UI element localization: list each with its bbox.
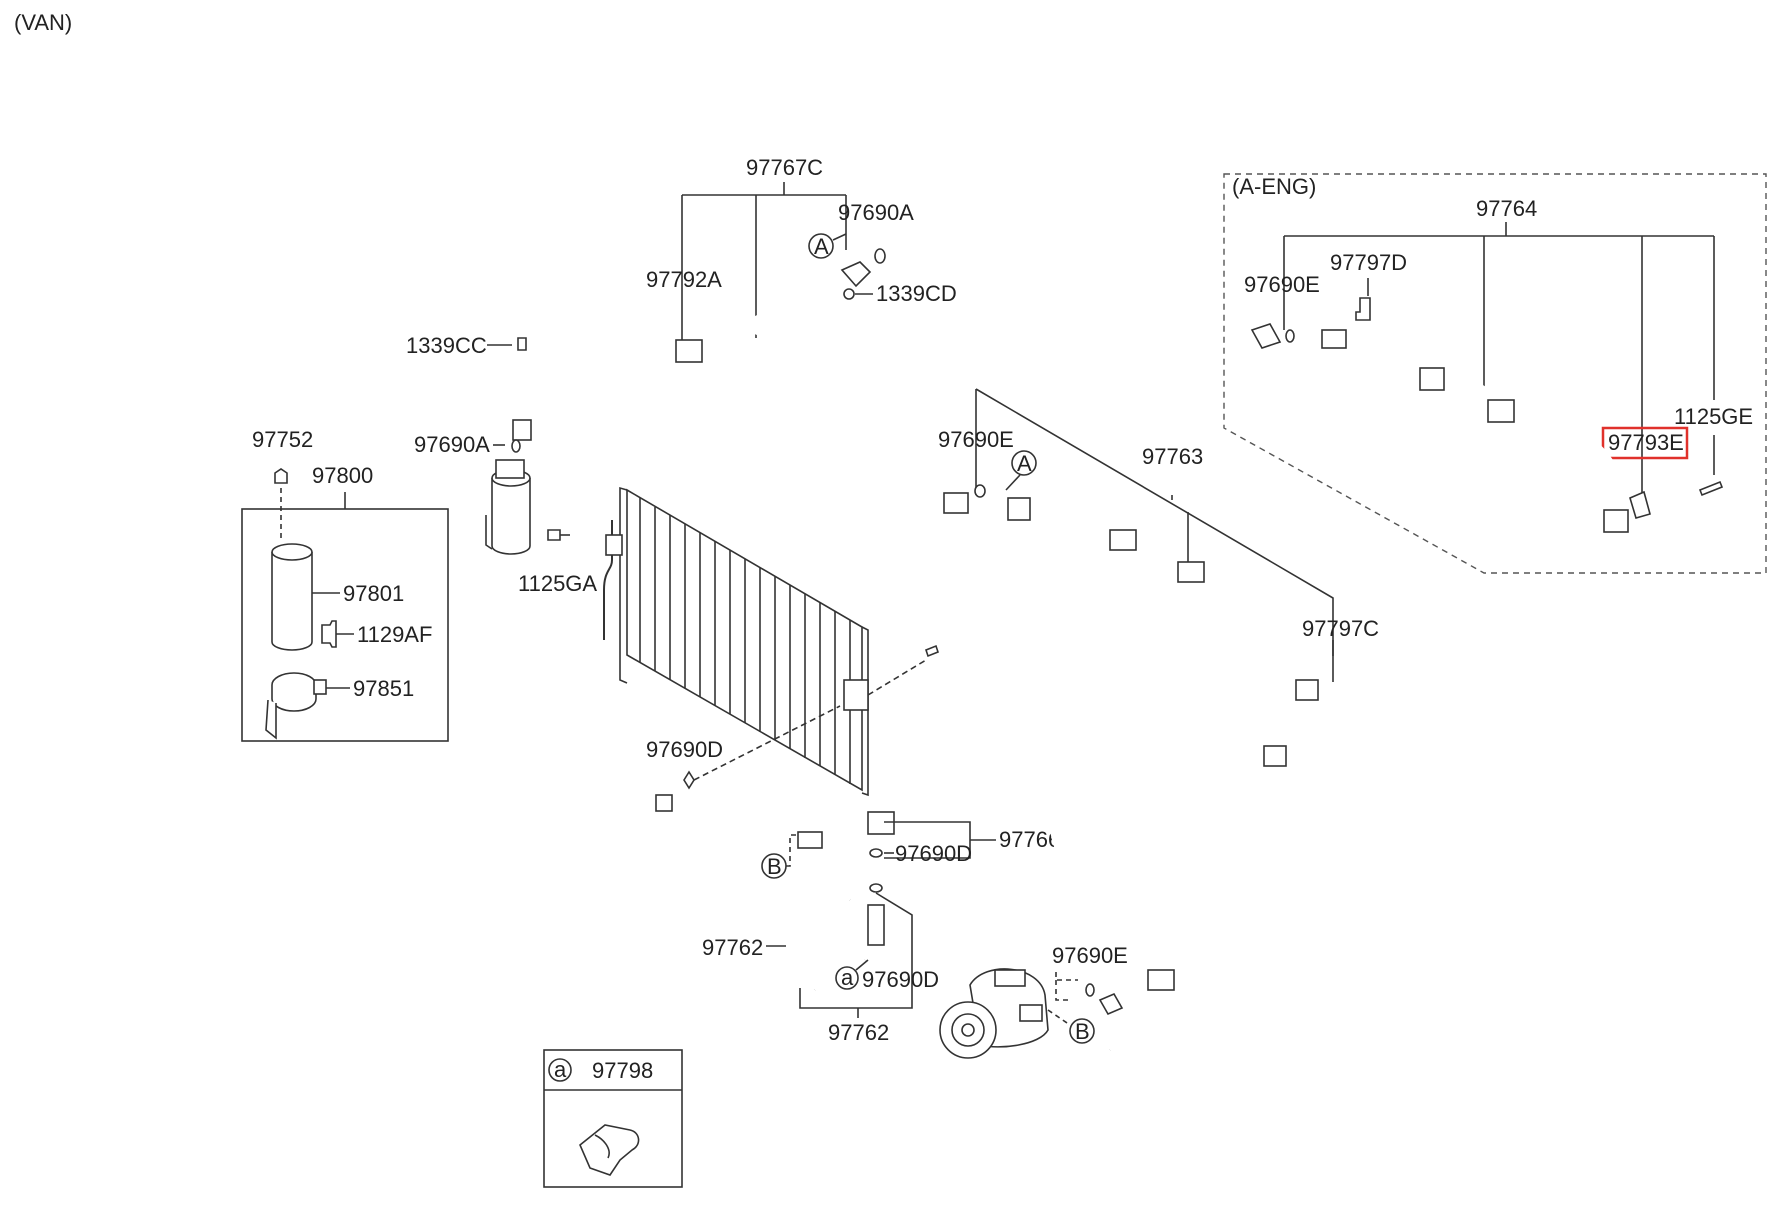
label-97690E-mid: 97690E [938, 427, 1014, 452]
label-97800: 97800 [312, 463, 373, 488]
a-eng-dashed-outline [1223, 173, 1767, 574]
variant-label: (VAN) [14, 10, 72, 35]
condenser-group [603, 486, 939, 797]
marker-A-mid-label: A [1017, 451, 1032, 476]
label-97764: 97764 [1476, 196, 1537, 221]
pipe-97763 [959, 504, 1308, 1051]
drier-mid-canister [491, 478, 531, 555]
a-eng-inset: (A-ENG) 97764 97797D 97690E 1125GE 97793… [1223, 173, 1767, 574]
marker-a [835, 966, 859, 990]
label-97793E: 97793E [1608, 430, 1684, 455]
bracket-97792A [675, 339, 703, 363]
marker-A-mid [1011, 450, 1037, 476]
marker-a-box-label: a [554, 1057, 567, 1082]
nut-1339CD [843, 288, 855, 300]
clip-detail-box [543, 1049, 683, 1188]
label-97690A-top: 97690A [838, 200, 914, 225]
label-97690A-mid: 97690A [414, 432, 490, 457]
label-1339CC: 1339CC [406, 333, 487, 358]
label-97797D: 97797D [1330, 250, 1407, 275]
discharge-hose-group: 97763 97797C 97690E A [938, 388, 1379, 1054]
highlight-97793E [1601, 426, 1689, 460]
lower-lines-group: 97690D 97766 97690D B 97762 a 97690D 977… [646, 705, 1060, 1045]
label-97767C: 97767C [746, 155, 823, 180]
marker-B-comp [1069, 1018, 1095, 1044]
label-97798: 97798 [592, 1058, 653, 1083]
bolt-1125GE [1698, 480, 1724, 497]
nut-1339CC [517, 337, 527, 351]
label-97792A: 97792A [646, 267, 722, 292]
receiver-drier-group: 97800 97752 97801 1129AF 97851 [241, 427, 449, 742]
bolt-1125GA [547, 529, 561, 541]
label-97763: 97763 [1142, 444, 1203, 469]
pipe-97766 [659, 799, 896, 832]
drier-canister [271, 552, 313, 651]
label-97690E-low: 97690E [1052, 943, 1128, 968]
marker-a-box [548, 1058, 572, 1082]
label-1125GA: 1125GA [518, 571, 597, 596]
label-1129AF: 1129AF [357, 622, 432, 647]
marker-B-comp-label: B [1075, 1019, 1090, 1044]
label-97762-b: 97762 [828, 1020, 889, 1045]
drier-mid-group: 97690A 1125GA [414, 432, 597, 596]
label-97801: 97801 [343, 581, 404, 606]
label-97762-a: 97762 [702, 935, 763, 960]
label-97851: 97851 [353, 676, 414, 701]
drier-bracket [271, 672, 317, 712]
o-ring-97690A-top [874, 248, 886, 264]
liquid-line-97767C-group: 97767C 97690A A 97792A 1339CD 1339CC [406, 155, 957, 441]
label-1339CD: 1339CD [876, 281, 957, 306]
label-97690E-inset: 97690E [1244, 272, 1320, 297]
plug-97752 [274, 468, 288, 484]
label-97690D-c: 97690D [862, 967, 939, 992]
label-97690D-b: 97690D [895, 841, 972, 866]
label-97797C: 97797C [1302, 616, 1379, 641]
clip-detail-group: a 97798 [543, 1049, 683, 1188]
compressor-pulley [939, 1001, 997, 1059]
condenser-fins [639, 498, 851, 784]
marker-B-lower-label: B [767, 854, 782, 879]
label-97690D-a: 97690D [646, 737, 723, 762]
bolt-1129AF [321, 620, 337, 648]
marker-a-label: a [841, 965, 854, 990]
compressor-group: 97690E B [939, 943, 1128, 1059]
marker-A-top [808, 233, 834, 259]
label-97752: 97752 [252, 427, 313, 452]
label-1125GE: 1125GE [1674, 404, 1753, 429]
marker-A-top-label: A [814, 234, 829, 259]
inset-title: (A-ENG) [1232, 174, 1316, 199]
